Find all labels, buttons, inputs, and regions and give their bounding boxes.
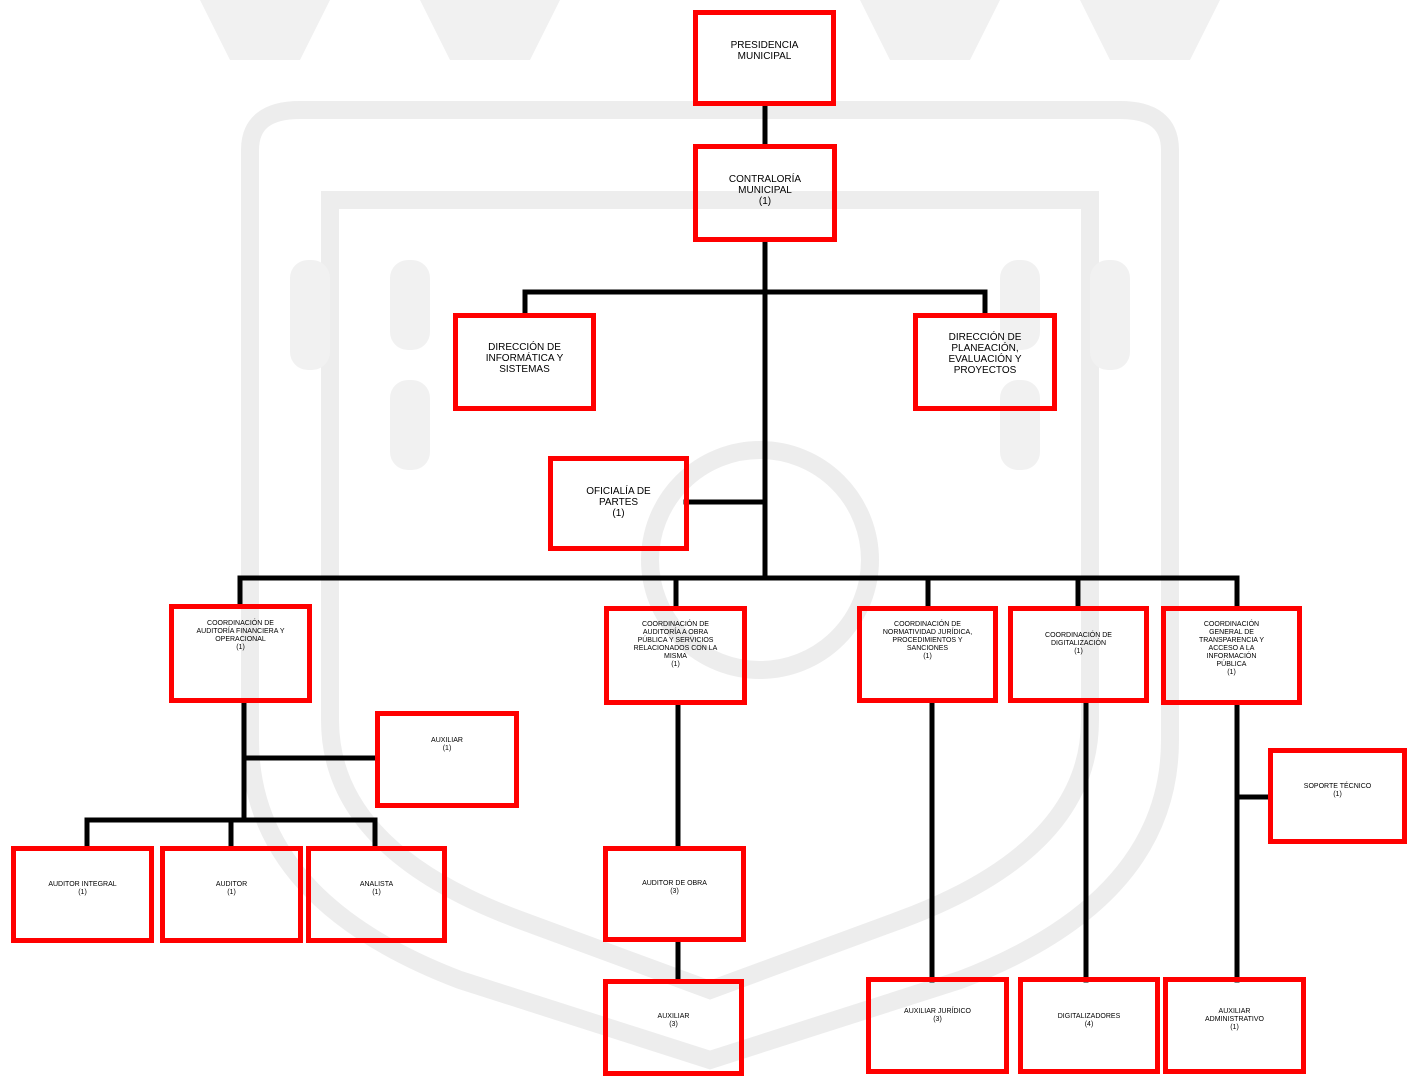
node-title: PRESIDENCIA MUNICIPAL bbox=[730, 40, 799, 62]
node-count: (1) bbox=[78, 889, 87, 896]
node-digitalizadores: DIGITALIZADORES (4) bbox=[1018, 977, 1160, 1074]
node-analista: ANALISTA (1) bbox=[306, 846, 447, 943]
node-auxiliar-obra: AUXILIAR (3) bbox=[603, 979, 744, 1076]
node-coordinacion-auditoria-financiera: COORDINACIÓN DE AUDITORÍA FINANCIERA Y O… bbox=[169, 604, 312, 703]
node-title: AUDITOR DE OBRA bbox=[642, 880, 707, 887]
node-count: (1) bbox=[923, 653, 932, 660]
node-title: OFICIALÍA DE PARTES bbox=[586, 486, 651, 508]
node-count: (1) bbox=[612, 508, 625, 519]
node-count: (1) bbox=[671, 661, 680, 668]
node-title: AUDITOR bbox=[215, 881, 248, 888]
node-title: AUXILIAR ADMINISTRATIVO bbox=[1205, 1008, 1264, 1023]
node-auxiliar-juridico: AUXILIAR JURÍDICO (3) bbox=[866, 977, 1009, 1074]
node-auxiliar-administrativo: AUXILIAR ADMINISTRATIVO (1) bbox=[1163, 977, 1306, 1074]
node-count: (3) bbox=[933, 1016, 942, 1023]
node-title: ANALISTA bbox=[359, 881, 394, 888]
node-direccion-informatica: DIRECCIÓN DE INFORMÁTICA Y SISTEMAS bbox=[453, 313, 596, 411]
node-auditor: AUDITOR (1) bbox=[160, 846, 303, 943]
node-title: AUXILIAR bbox=[657, 1013, 690, 1020]
node-oficialia-de-partes: OFICIALÍA DE PARTES (1) bbox=[548, 456, 689, 551]
node-title: CONTRALORÍA MUNICIPAL bbox=[728, 174, 802, 196]
node-presidencia-municipal: PRESIDENCIA MUNICIPAL bbox=[693, 10, 836, 106]
node-auditor-integral: AUDITOR INTEGRAL (1) bbox=[11, 846, 154, 943]
node-title: COORDINACIÓN GENERAL DE TRANSPARENCIA Y … bbox=[1198, 621, 1265, 668]
node-title: COORDINACIÓN DE NORMATIVIDAD JURÍDICA, P… bbox=[882, 621, 973, 652]
node-title: COORDINACIÓN DE DIGITALIZACIÓN bbox=[1045, 632, 1112, 647]
node-count: (3) bbox=[670, 888, 679, 895]
node-count: (1) bbox=[1333, 791, 1342, 798]
node-title: AUXILIAR JURÍDICO bbox=[904, 1008, 971, 1015]
node-count: (1) bbox=[372, 889, 381, 896]
node-count: (1) bbox=[227, 889, 236, 896]
node-direccion-planeacion: DIRECCIÓN DE PLANEACIÓN, EVALUACIÓN Y PR… bbox=[913, 313, 1057, 411]
node-count: (3) bbox=[669, 1021, 678, 1028]
node-coordinacion-auditoria-obra: COORDINACIÓN DE AUDITORÍA A OBRA PÚBLICA… bbox=[604, 606, 747, 705]
node-contraloria-municipal: CONTRALORÍA MUNICIPAL (1) bbox=[693, 144, 837, 242]
node-soporte-tecnico: SOPORTE TÉCNICO (1) bbox=[1268, 748, 1407, 844]
node-count: (1) bbox=[1074, 648, 1083, 655]
node-count: (1) bbox=[1230, 1024, 1239, 1031]
node-count: (1) bbox=[758, 196, 772, 207]
node-count: (4) bbox=[1084, 1021, 1094, 1028]
node-title: COORDINACIÓN DE AUDITORÍA FINANCIERA Y O… bbox=[196, 620, 285, 643]
node-coordinacion-digitalizacion: COORDINACIÓN DE DIGITALIZACIÓN (1) bbox=[1008, 606, 1149, 703]
node-title: DIGITALIZADORES bbox=[1057, 1013, 1121, 1020]
node-auditor-de-obra: AUDITOR DE OBRA (3) bbox=[603, 846, 746, 942]
node-coordinacion-normatividad: COORDINACIÓN DE NORMATIVIDAD JURÍDICA, P… bbox=[857, 606, 998, 703]
node-title: DIRECCIÓN DE INFORMÁTICA Y SISTEMAS bbox=[485, 342, 564, 375]
node-title: AUDITOR INTEGRAL bbox=[48, 881, 117, 888]
node-title: COORDINACIÓN DE AUDITORÍA A OBRA PÚBLICA… bbox=[633, 621, 718, 660]
node-title: DIRECCIÓN DE PLANEACIÓN, EVALUACIÓN Y PR… bbox=[948, 332, 1022, 376]
node-count: (1) bbox=[236, 644, 245, 651]
node-auxiliar-financiera: AUXILIAR (1) bbox=[375, 711, 519, 808]
node-title: SOPORTE TÉCNICO bbox=[1303, 783, 1372, 790]
node-title: AUXILIAR bbox=[431, 737, 463, 744]
node-count: (1) bbox=[1227, 669, 1236, 676]
node-coordinacion-transparencia: COORDINACIÓN GENERAL DE TRANSPARENCIA Y … bbox=[1161, 606, 1302, 705]
node-count: (1) bbox=[442, 745, 452, 752]
